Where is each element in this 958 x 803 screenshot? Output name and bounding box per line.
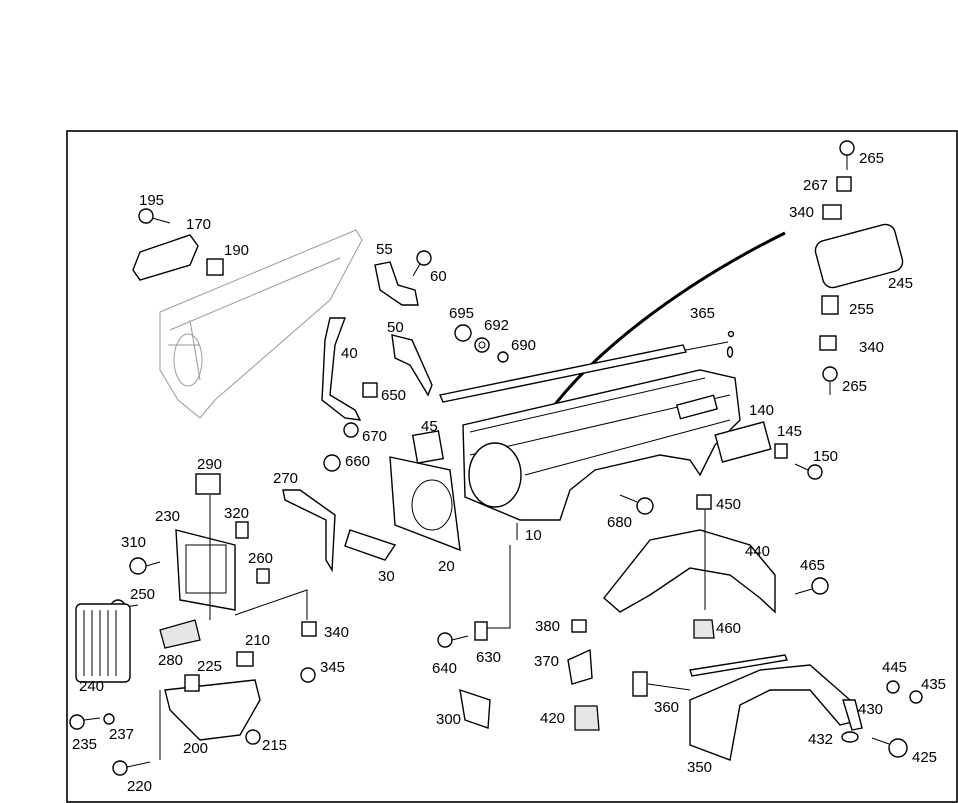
bracket-part-370 — [567, 648, 593, 685]
grille-part-245 — [814, 223, 904, 289]
label-220: 220 — [127, 778, 152, 795]
label-370: 370 — [534, 653, 559, 670]
label-215: 215 — [262, 737, 287, 754]
clip-part-190 — [206, 258, 224, 276]
bracket-part-45 — [411, 430, 445, 464]
bracket-part-280 — [159, 619, 201, 649]
label-45: 45 — [421, 418, 438, 435]
strip-part-365 — [439, 330, 735, 403]
bracket-part-270 — [282, 489, 336, 573]
label-380: 380 — [535, 618, 560, 635]
label-140: 140 — [749, 402, 774, 419]
bracket-part-300 — [459, 688, 491, 729]
label-237: 237 — [109, 726, 134, 743]
label-225: 225 — [197, 658, 222, 675]
label-680: 680 — [607, 514, 632, 531]
label-640: 640 — [432, 660, 457, 677]
label-30: 30 — [378, 568, 395, 585]
label-20: 20 — [438, 558, 455, 575]
label-195: 195 — [139, 192, 164, 209]
lamp-housing-part-230 — [175, 495, 236, 620]
label-240: 240 — [79, 678, 104, 695]
bracket-part-430 — [842, 699, 863, 731]
label-650: 650 — [381, 387, 406, 404]
label-300: 300 — [436, 711, 461, 728]
label-440: 440 — [745, 543, 770, 560]
label-360: 360 — [654, 699, 679, 716]
washer-icons — [103, 324, 923, 743]
grille-part-140 — [714, 421, 772, 463]
label-310: 310 — [121, 534, 146, 551]
label-670: 670 — [362, 428, 387, 445]
part-labels: 10 20 30 40 45 50 55 60 140 145 150 170 … — [72, 150, 946, 795]
label-60: 60 — [430, 268, 447, 285]
leader-lines — [159, 510, 706, 760]
label-270: 270 — [273, 470, 298, 487]
handle-part-170 — [132, 234, 199, 281]
label-255: 255 — [849, 301, 874, 318]
label-460: 460 — [716, 620, 741, 637]
flare-part-350 — [689, 664, 862, 761]
label-345: 345 — [320, 659, 345, 676]
bracket-part-360b — [632, 671, 648, 697]
inner-panel-part-20 — [389, 456, 461, 552]
label-145: 145 — [777, 423, 802, 440]
label-150: 150 — [813, 448, 838, 465]
label-365: 365 — [690, 305, 715, 322]
nut-part-460 — [693, 619, 715, 639]
label-260: 260 — [248, 550, 273, 567]
label-190: 190 — [224, 242, 249, 259]
label-660: 660 — [345, 453, 370, 470]
label-267: 267 — [803, 177, 828, 194]
label-445: 445 — [882, 659, 907, 676]
clip-icons — [195, 176, 852, 667]
label-425: 425 — [912, 749, 937, 766]
label-265b: 265 — [842, 378, 867, 395]
label-432: 432 — [808, 731, 833, 748]
label-465: 465 — [800, 557, 825, 574]
label-320: 320 — [224, 505, 249, 522]
label-290: 290 — [197, 456, 222, 473]
nut-part-420 — [574, 705, 600, 731]
label-692: 692 — [484, 317, 509, 334]
label-10: 10 — [525, 527, 542, 544]
strip-part-360 — [689, 654, 788, 677]
label-50: 50 — [387, 319, 404, 336]
vehicle-ghost-outline — [159, 229, 363, 419]
bracket-part-30 — [344, 529, 397, 561]
label-245: 245 — [888, 275, 913, 292]
label-235: 235 — [72, 736, 97, 753]
fender-part-10 — [462, 369, 741, 521]
label-630: 630 — [476, 649, 501, 666]
label-280: 280 — [158, 652, 183, 669]
label-695: 695 — [449, 305, 474, 322]
label-350: 350 — [687, 759, 712, 776]
label-40: 40 — [341, 345, 358, 362]
label-340b: 340 — [859, 339, 884, 356]
label-265a: 265 — [859, 150, 884, 167]
corner-part-200 — [164, 679, 261, 741]
label-430: 430 — [858, 701, 883, 718]
label-250: 250 — [130, 586, 155, 603]
screw-icons — [69, 140, 908, 776]
label-420: 420 — [540, 710, 565, 727]
label-450: 450 — [716, 496, 741, 513]
label-340c: 340 — [324, 624, 349, 641]
bracket-part-50 — [391, 334, 433, 397]
label-200: 200 — [183, 740, 208, 757]
wheel-arch-part-440 — [603, 529, 776, 614]
clip-part-225 — [184, 674, 200, 692]
bracket-part-40 — [321, 317, 362, 421]
label-55: 55 — [376, 241, 393, 258]
label-340a: 340 — [789, 204, 814, 221]
bracket-part-55 — [374, 261, 419, 306]
label-435: 435 — [921, 676, 946, 693]
label-690: 690 — [511, 337, 536, 354]
label-170: 170 — [186, 216, 211, 233]
diagram-frame — [66, 130, 958, 803]
label-230: 230 — [155, 508, 180, 525]
label-210: 210 — [245, 632, 270, 649]
